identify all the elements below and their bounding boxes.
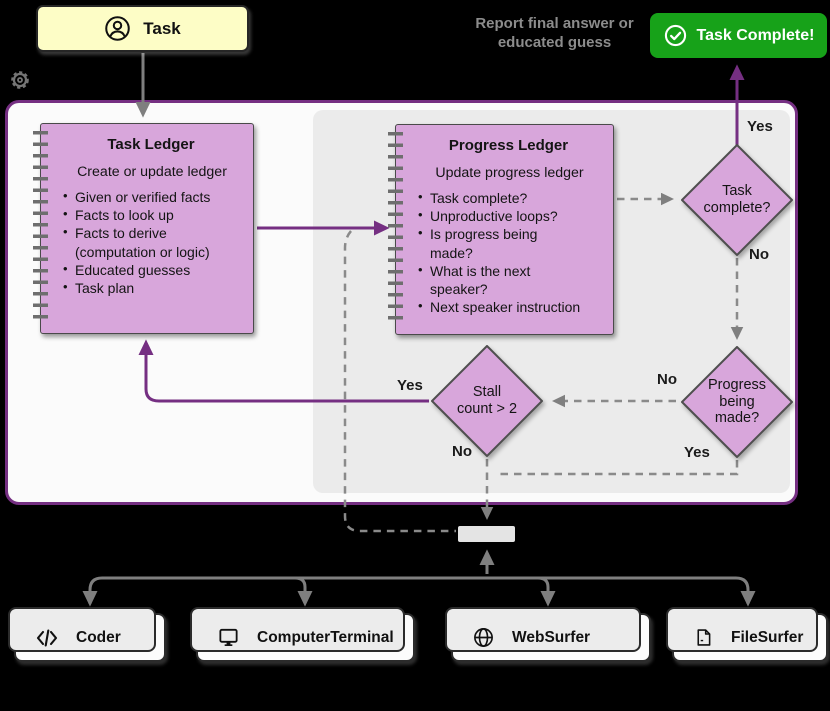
agent-coder: Coder [8,607,166,662]
edge-label-progress-made-no: No [657,371,677,388]
bullet-item: Educated guesses [63,261,233,279]
decision-stall-count: Stall count > 2 [429,343,545,459]
agent-websurfer: WebSurfer [445,607,651,662]
agent-label: Coder [76,628,121,646]
agent-filesurfer: FileSurfer [666,607,828,662]
edge-label-task-complete-no: No [749,246,769,263]
bullet-item: Is progress being made? [418,225,583,261]
progress-ledger-bullets: Task complete?Unproductive loops?Is prog… [396,189,613,316]
report-note-line2: educated guess [497,34,612,52]
bullet-item: What is the next speaker? [418,262,583,298]
bullet-item: Task complete? [418,189,583,207]
task-complete-badge: Task Complete! [650,13,827,58]
decision-progress-made: Progress being made? [679,344,795,460]
task-ledger-bullets: Given or verified factsFacts to look upF… [41,188,253,297]
bullet-item: Unproductive loops? [418,207,583,225]
bullet-item: Task plan [63,279,233,297]
progress-ledger-title: Progress Ledger [448,137,569,154]
task-ledger-title: Task Ledger [107,136,195,153]
agent-computer-terminal: ComputerTerminal [190,607,415,662]
globe-icon [474,628,493,647]
junction-bar [458,526,515,542]
check-circle-icon [664,24,686,47]
task-complete-label: Task Complete! [696,26,815,44]
bullet-item: Next speaker instruction [418,298,583,316]
bullet-item: Facts to look up [63,206,233,224]
decision-task-complete-label: Task complete? [703,183,771,216]
bullet-item: Facts to derive (computation or logic) [63,224,233,260]
task-ledger-subtitle: Create or update ledger [77,164,227,180]
edge-label-progress-made-yes: Yes [684,444,710,461]
file-document-icon [697,629,711,646]
agent-label: FileSurfer [731,628,804,646]
report-note: Report final answer or educated guess [462,14,647,52]
edge-label-stall-no: No [452,443,472,460]
decision-task-complete: Task complete? [679,142,795,258]
user-icon [105,16,131,41]
task-ledger: Task Ledger Create or update ledger Give… [33,123,254,334]
task-node: Task [36,5,249,52]
task-node-label: Task [143,18,181,38]
progress-ledger-subtitle: Update progress ledger [435,165,584,181]
edge-label-task-complete-yes: Yes [747,118,773,135]
decision-stall-count-label: Stall count > 2 [456,384,518,417]
bullet-item: Given or verified facts [63,188,233,206]
agent-label: WebSurfer [512,628,591,646]
report-note-line1: Report final answer or [475,15,634,32]
agent-label: ComputerTerminal [257,628,394,646]
decision-progress-made-label: Progress being made? [707,376,767,427]
edge-label-stall-yes: Yes [397,377,423,394]
code-icon [36,628,58,647]
monitor-icon [219,628,238,646]
gear-icon [9,69,31,91]
progress-ledger: Progress Ledger Update progress ledger T… [388,124,614,335]
